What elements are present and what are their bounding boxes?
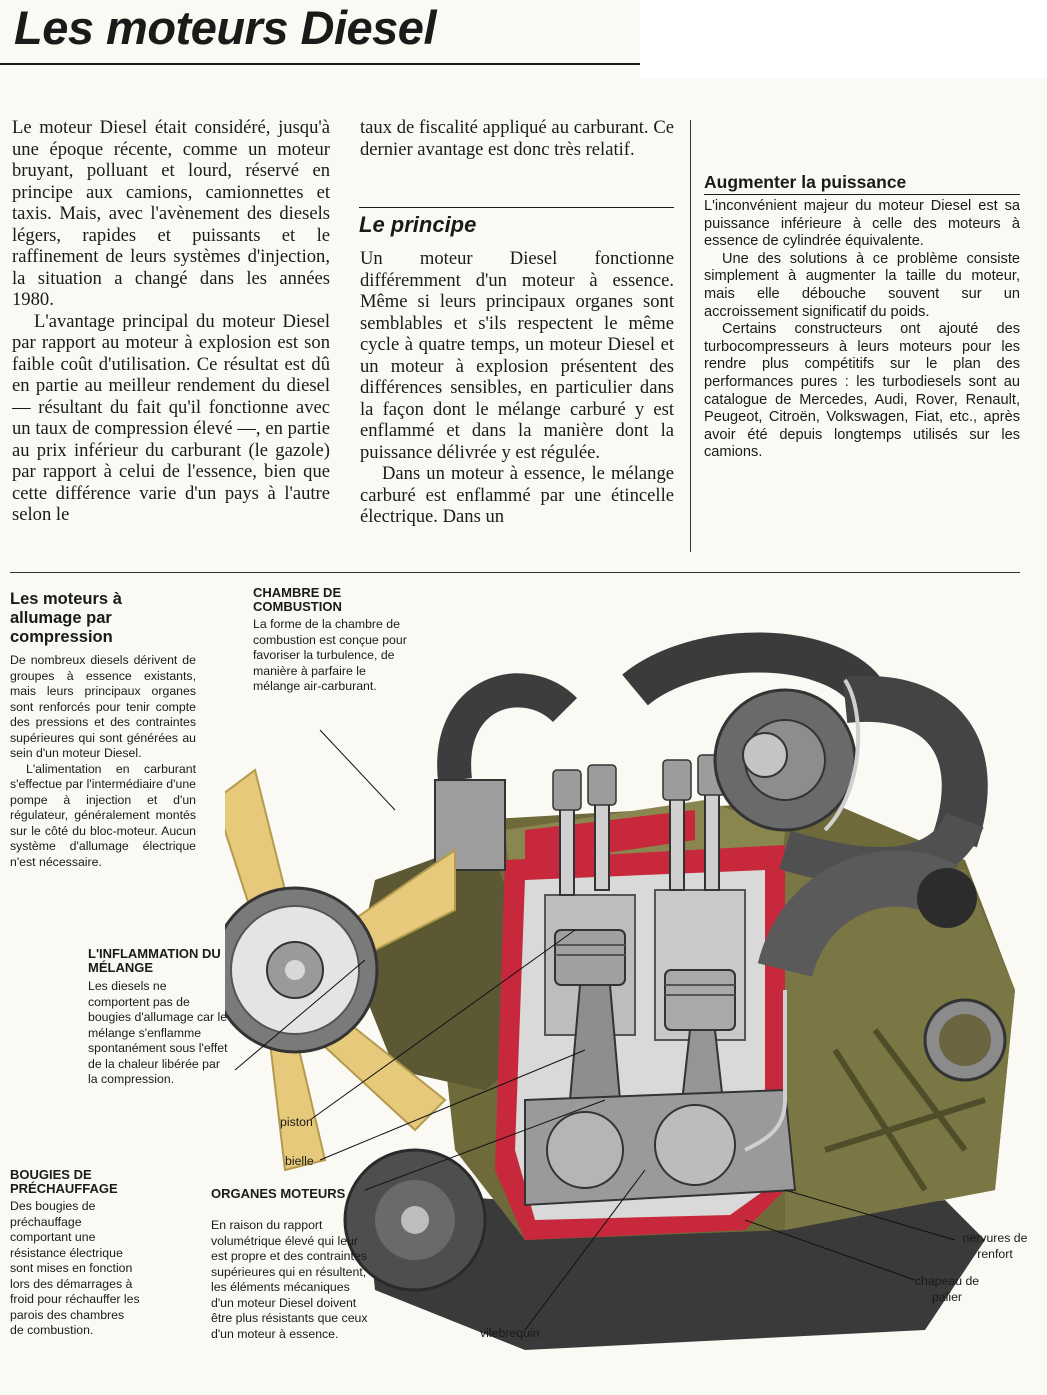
page-title: Les moteurs Diesel [14,1,437,54]
label-nervures: nervures de renfort [962,1231,1028,1261]
label-piston: piston [280,1115,313,1129]
caption-text-organes: En raison du rapport volumétrique élevé … [211,1218,368,1341]
column-1: Le moteur Diesel était considéré, jusqu'… [12,117,330,526]
label-chapeau: chapeau de palier [914,1274,980,1304]
column-2-continuation: taux de fiscalité appliqué au carburant.… [360,117,674,170]
column-2: Un moteur Diesel fonctionne différemment… [360,248,674,528]
sidebar-heading: Les moteurs à allumage par compression [10,590,122,646]
paragraph: Dans un moteur à essence, le mélange car… [360,463,674,527]
column-divider [690,120,691,552]
paragraph: taux de fiscalité appliqué au carburant.… [360,117,674,160]
paragraph: Certains constructeurs ont ajouté des tu… [704,321,1020,461]
caption-text-bougies: Des bougies de préchauffage comportant u… [10,1199,140,1337]
paragraph: Le moteur Diesel était considéré, jusqu'… [12,117,330,310]
engine-cutaway-illustration [225,632,1015,1350]
paragraph: Un moteur Diesel fonctionne différemment… [360,248,674,463]
paragraph: L'inconvénient majeur du moteur Diesel e… [704,198,1020,250]
header-blank-area [640,0,1047,78]
label-bielle: bielle [285,1154,314,1168]
caption-heading-organes: ORGANES MOTEURS [211,1186,346,1201]
caption-heading-inflammation: L'INFLAMMATION DU MÉLANGE [88,946,221,975]
paragraph: Une des solutions à ce problème consiste… [704,250,1020,320]
caption-heading-chambre: CHAMBRE DE COMBUSTION [253,585,342,614]
caption-text-chambre: La forme de la chambre de combustion est… [253,617,407,693]
section-heading-puissance: Augmenter la puissance [704,170,1020,195]
paragraph: L'avantage principal du moteur Diesel pa… [12,310,330,526]
title-rule [0,63,640,65]
section-heading-principe: Le principe [359,207,674,240]
paragraph: De nombreux diesels dérivent de groupes … [10,653,196,760]
sidebar-text: De nombreux diesels dérivent de groupes … [10,653,196,870]
label-vilebrequin: vilebrequin [480,1326,540,1340]
caption-heading-bougies: BOUGIES DE PRÉCHAUFFAGE [10,1167,118,1196]
caption-text-inflammation: Les diesels ne comportent pas de bougies… [88,979,228,1086]
paragraph: L'alimentation en carburant s'effectue p… [10,761,196,869]
section-divider [10,572,1020,573]
column-3: L'inconvénient majeur du moteur Diesel e… [704,198,1020,462]
